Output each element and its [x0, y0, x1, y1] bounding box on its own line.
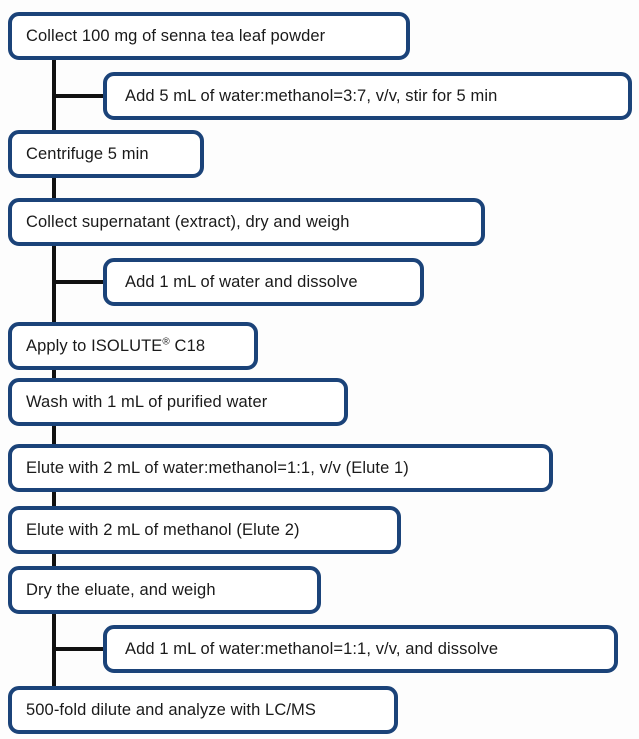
flow-node-add-water-methanol-11[interactable]: Add 1 mL of water:methanol=1:1, v/v, and… — [103, 625, 618, 673]
connector-spine-segment — [52, 490, 56, 508]
connector-spine-segment — [52, 368, 56, 380]
registered-trademark-icon: ® — [162, 336, 170, 348]
flow-node-elute-2[interactable]: Elute with 2 mL of methanol (Elute 2) — [8, 506, 401, 554]
connector-branch — [56, 94, 106, 98]
connector-spine-segment — [52, 612, 56, 688]
connector-spine-segment — [52, 424, 56, 446]
flow-node-label: 500-fold dilute and analyze with LC/MS — [26, 700, 316, 719]
connector-spine-segment — [52, 176, 56, 200]
flow-node-dilute-analyze-lcms[interactable]: 500-fold dilute and analyze with LC/MS — [8, 686, 398, 734]
flow-node-apply-isolute-c18[interactable]: Apply to ISOLUTE® C18 — [8, 322, 258, 370]
connector-branch — [56, 647, 106, 651]
flow-node-label: Elute with 2 mL of water:methanol=1:1, v… — [26, 458, 409, 477]
connector-spine-segment — [52, 58, 56, 132]
flow-node-elute-1[interactable]: Elute with 2 mL of water:methanol=1:1, v… — [8, 444, 553, 492]
connector-branch — [56, 280, 106, 284]
flow-node-label-suffix: C18 — [169, 336, 206, 355]
flow-node-collect-powder[interactable]: Collect 100 mg of senna tea leaf powder — [8, 12, 410, 60]
connector-spine-segment — [52, 244, 56, 324]
flow-node-label: Add 5 mL of water:methanol=3:7, v/v, sti… — [125, 86, 498, 105]
flow-node-collect-supernatant[interactable]: Collect supernatant (extract), dry and w… — [8, 198, 485, 246]
flow-node-label: Apply to ISOLUTE® C18 — [12, 337, 219, 355]
connector-spine-segment — [52, 552, 56, 568]
flow-node-label: Collect 100 mg of senna tea leaf powder — [26, 26, 326, 45]
flow-node-label: Dry the eluate, and weigh — [26, 580, 216, 599]
flow-node-label-prefix: Apply to ISOLUTE — [26, 336, 163, 355]
flow-node-label: Collect supernatant (extract), dry and w… — [26, 212, 350, 231]
flow-node-label: Centrifuge 5 min — [26, 144, 149, 163]
flow-node-label: Add 1 mL of water and dissolve — [125, 272, 358, 291]
flow-node-dry-eluate[interactable]: Dry the eluate, and weigh — [8, 566, 321, 614]
flow-node-wash-purified-water[interactable]: Wash with 1 mL of purified water — [8, 378, 348, 426]
flow-node-centrifuge[interactable]: Centrifuge 5 min — [8, 130, 204, 178]
flow-node-add-water-dissolve[interactable]: Add 1 mL of water and dissolve — [103, 258, 424, 306]
flow-node-label: Add 1 mL of water:methanol=1:1, v/v, and… — [125, 639, 499, 658]
flow-node-label: Elute with 2 mL of methanol (Elute 2) — [26, 520, 300, 539]
flow-node-add-water-methanol-37[interactable]: Add 5 mL of water:methanol=3:7, v/v, sti… — [103, 72, 632, 120]
flow-node-label: Wash with 1 mL of purified water — [26, 392, 268, 411]
